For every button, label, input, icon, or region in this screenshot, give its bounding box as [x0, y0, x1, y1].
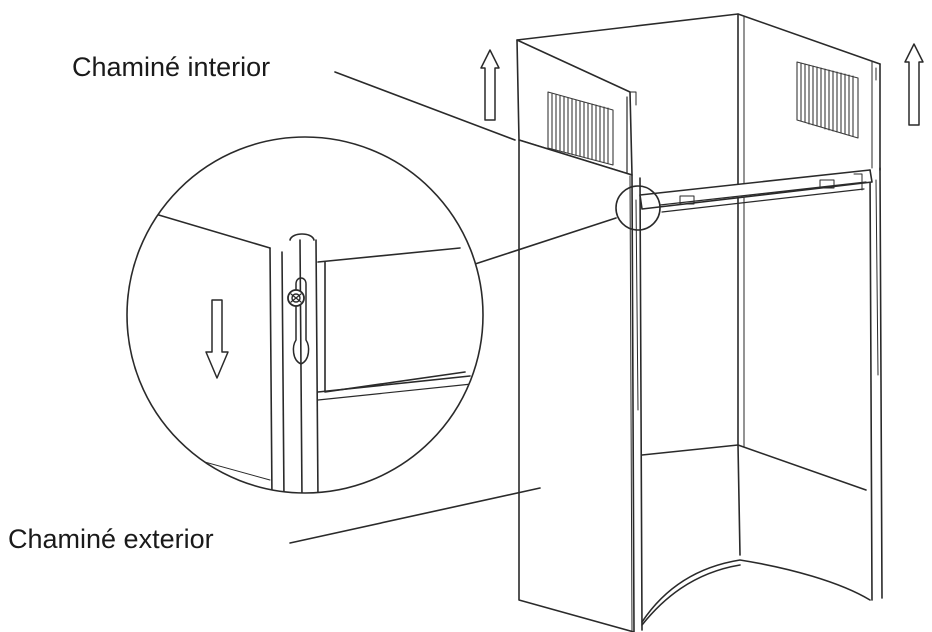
label-chimney-exterior: Chaminé exterior [8, 524, 214, 554]
down-arrow-icon [205, 299, 229, 379]
label-chimney-interior: Chaminé interior [72, 52, 271, 82]
leader-line-exterior [289, 487, 541, 544]
inner-chimney [516, 13, 881, 448]
vent-grille-left [547, 91, 614, 166]
leader-line-detail [471, 217, 617, 266]
up-arrow-icon [904, 43, 924, 126]
up-arrow-icon [480, 49, 500, 121]
leader-line-interior [334, 71, 516, 141]
magnified-detail-circle [126, 136, 484, 494]
magnified-detail [127, 204, 473, 493]
vent-grille-right [796, 61, 859, 139]
outer-chimney [518, 139, 883, 632]
detail-marker-circle [615, 185, 661, 231]
cross-bracket [639, 169, 873, 213]
